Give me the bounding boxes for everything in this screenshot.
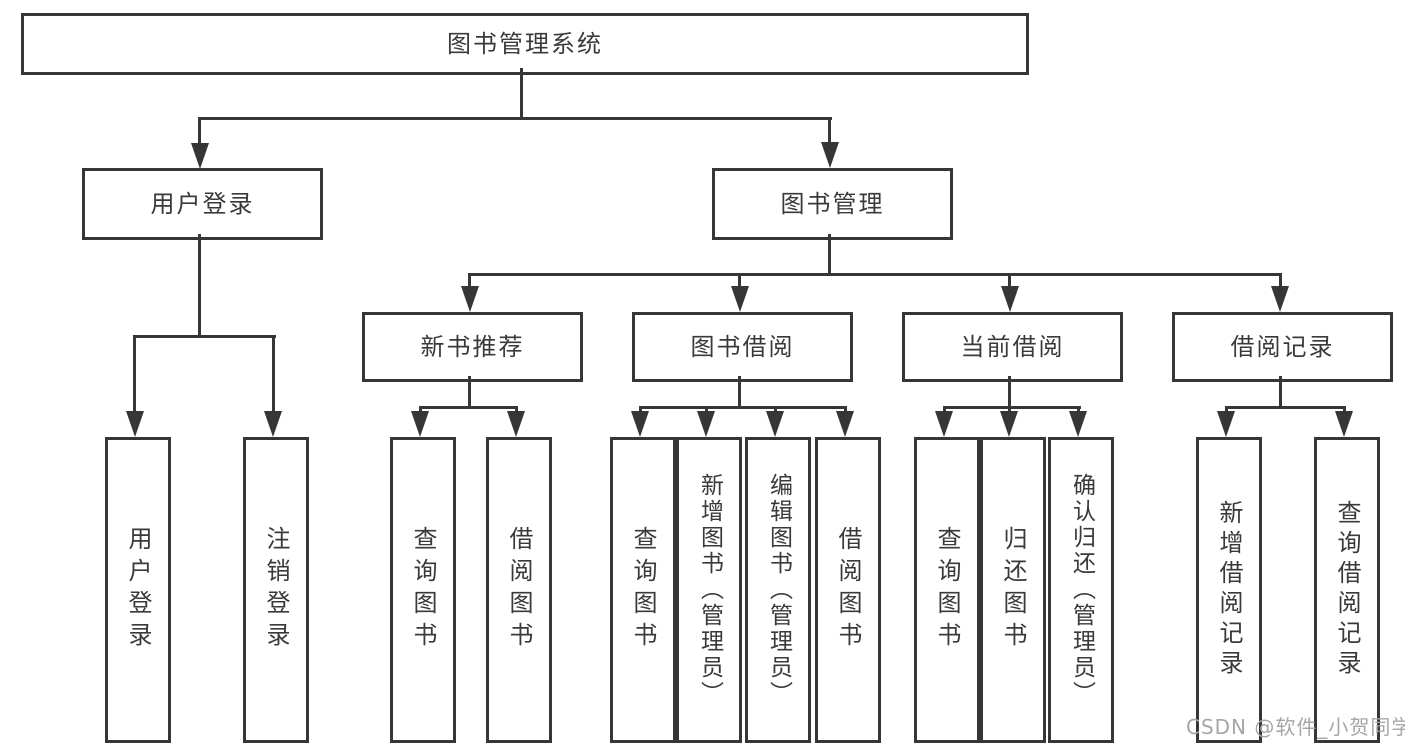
leaf-borrow-books-recommend: 借阅图书 — [486, 437, 552, 743]
leaf-query-books-recommend: 查询图书 — [390, 437, 456, 743]
arrowhead-icon — [836, 411, 854, 437]
connector-line — [705, 406, 708, 413]
node-user-login: 用户登录 — [82, 168, 323, 240]
csdn-watermark: CSDN @软件_小贺同学 — [1186, 715, 1405, 739]
connector-line — [198, 117, 832, 120]
connector-line — [468, 273, 471, 288]
leaf-logout: 注销登录 — [243, 437, 309, 743]
connector-line — [774, 406, 777, 413]
connector-line — [1008, 273, 1011, 288]
leaf-confirm-return-admin: 确认归还（管理员） — [1048, 437, 1114, 743]
connector-line — [943, 406, 946, 413]
connector-line — [1279, 273, 1282, 288]
connector-line — [419, 406, 518, 409]
connector-line — [828, 234, 831, 276]
leaf-user-login: 用户登录 — [105, 437, 171, 743]
connector-line — [844, 406, 847, 413]
leaf-add-books-admin: 新增图书（管理员） — [676, 437, 742, 743]
arrowhead-icon — [1001, 286, 1019, 312]
arrowhead-icon — [1217, 411, 1235, 437]
arrowhead-icon — [264, 411, 282, 437]
connector-line — [272, 335, 275, 413]
connector-line — [468, 376, 471, 408]
node-book-borrowing: 图书借阅 — [632, 312, 853, 382]
connector-line — [1343, 406, 1346, 413]
connector-line — [468, 273, 1282, 276]
arrowhead-icon — [191, 143, 209, 169]
arrowhead-icon — [1000, 411, 1018, 437]
connector-line — [1008, 406, 1011, 413]
connector-line — [133, 335, 136, 413]
arrowhead-icon — [507, 411, 525, 437]
connector-line — [198, 117, 201, 145]
leaf-query-borrow-record: 查询借阅记录 — [1314, 437, 1380, 743]
leaf-return-books: 归还图书 — [980, 437, 1046, 743]
leaf-query-books-current: 查询图书 — [914, 437, 980, 743]
arrowhead-icon — [126, 411, 144, 437]
leaf-query-books-borrowing: 查询图书 — [610, 437, 676, 743]
connector-line — [515, 406, 518, 413]
connector-line — [419, 406, 422, 413]
arrowhead-icon — [411, 411, 429, 437]
arrowhead-icon — [731, 286, 749, 312]
arrowhead-icon — [461, 286, 479, 312]
connector-line — [943, 406, 1081, 409]
connector-line — [639, 406, 847, 409]
arrowhead-icon — [697, 411, 715, 437]
arrowhead-icon — [821, 142, 839, 168]
node-book-management: 图书管理 — [712, 168, 953, 240]
node-borrowing-records: 借阅记录 — [1172, 312, 1393, 382]
connector-line — [1077, 406, 1080, 413]
connector-line — [639, 406, 642, 413]
connector-line — [198, 234, 201, 338]
connector-line — [1008, 376, 1011, 408]
connector-line — [828, 117, 831, 144]
leaf-add-borrow-record: 新增借阅记录 — [1196, 437, 1262, 743]
connector-line — [738, 273, 741, 288]
leaf-edit-books-admin: 编辑图书（管理员） — [745, 437, 811, 743]
arrowhead-icon — [766, 411, 784, 437]
connector-line — [133, 335, 276, 338]
arrowhead-icon — [631, 411, 649, 437]
arrowhead-icon — [935, 411, 953, 437]
connector-line — [1225, 406, 1228, 413]
arrowhead-icon — [1271, 286, 1289, 312]
arrowhead-icon — [1069, 411, 1087, 437]
node-library-management-system: 图书管理系统 — [21, 13, 1029, 75]
leaf-borrow-books: 借阅图书 — [815, 437, 881, 743]
node-new-book-recommend: 新书推荐 — [362, 312, 583, 382]
node-current-borrowing: 当前借阅 — [902, 312, 1123, 382]
connector-line — [520, 68, 523, 119]
arrowhead-icon — [1335, 411, 1353, 437]
connector-line — [1225, 406, 1346, 409]
connector-line — [738, 376, 741, 408]
connector-line — [1279, 376, 1282, 408]
